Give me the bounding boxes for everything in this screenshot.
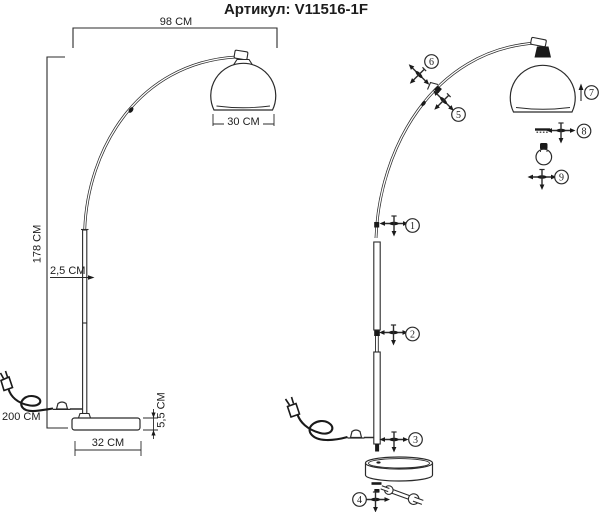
part-callout-2: 2 <box>405 326 420 342</box>
screw-icon-2 <box>378 324 409 347</box>
base-fasteners <box>371 482 382 493</box>
power-plug <box>0 370 14 392</box>
bulb-icon <box>535 143 553 166</box>
lamp-base <box>71 417 141 431</box>
lamp-head <box>232 49 254 66</box>
exploded-power-plug <box>284 396 301 419</box>
dim-height-label: 178 CM <box>32 225 44 264</box>
dim-pole-diameter: 2,5 CM <box>50 265 95 280</box>
base-hole <box>376 461 381 464</box>
part-callout-9: 9 <box>554 169 569 185</box>
wrench-icon <box>380 485 424 505</box>
socket <box>534 46 551 58</box>
part-number: 5 <box>456 110 461 121</box>
pole-tube-lower <box>373 351 381 452</box>
exploded-shade <box>509 64 576 113</box>
screw-icon-1 <box>378 215 410 238</box>
dim-base-width: 32 CM <box>74 437 142 456</box>
part-number: 1 <box>410 221 415 232</box>
cord-loops <box>7 388 54 413</box>
exploded-view: 1 2 3 4 5 6 7 8 <box>284 36 599 512</box>
part-number: 3 <box>413 435 418 446</box>
pole-stem <box>375 336 379 352</box>
screw-icon-8 <box>545 122 577 145</box>
joint-marker-1 <box>374 222 380 228</box>
part-number: 2 <box>410 330 415 341</box>
exploded-power-cord <box>284 396 374 442</box>
dim-base-height-label: 5,5 CM <box>156 392 168 427</box>
exploded-lamp-head <box>530 36 551 58</box>
part-callout-7: 7 <box>584 85 599 100</box>
exploded-base <box>364 456 434 482</box>
lamp-pole <box>77 228 92 419</box>
dimension-drawing: 98 CM 178 CM 30 CM <box>0 16 278 456</box>
dim-line-arc-width <box>72 27 278 48</box>
arc-joint-dot <box>128 107 134 113</box>
threaded-tip <box>375 444 380 452</box>
dim-line-height <box>46 56 68 429</box>
shade-direction-arrow <box>578 83 584 101</box>
arc-joint <box>421 81 442 107</box>
part-callout-5: 5 <box>451 107 466 122</box>
washer-icon <box>535 128 550 133</box>
joint-marker-2 <box>374 330 380 336</box>
screw-icon-9 <box>526 168 558 191</box>
dim-arc-width-label: 98 CM <box>160 16 192 28</box>
part-callout-8: 8 <box>576 123 592 139</box>
foot-switch <box>55 401 69 410</box>
dim-base-height: 5,5 CM <box>143 392 168 439</box>
part-callout-3: 3 <box>408 432 423 447</box>
dim-cord-length-label: 200 CM <box>2 411 41 423</box>
part-number: 6 <box>429 57 434 68</box>
dim-shade-width-label: 30 CM <box>227 116 259 128</box>
exploded-cord-loops <box>296 414 348 442</box>
screw-icon-3 <box>378 431 410 454</box>
dim-base-width-label: 32 CM <box>92 437 124 449</box>
exploded-foot-switch <box>349 429 363 439</box>
part-callout-1: 1 <box>405 218 420 233</box>
part-number: 7 <box>589 88 594 99</box>
dim-pole-diameter-label: 2,5 CM <box>50 265 85 277</box>
part-callout-4: 4 <box>352 492 367 507</box>
part-number: 8 <box>582 127 587 138</box>
part-number: 4 <box>357 495 362 506</box>
page-title: Артикул: V11516-1F <box>224 1 368 18</box>
part-callout-6: 6 <box>424 54 439 69</box>
part-number: 9 <box>559 173 564 184</box>
pole-tube-upper <box>373 241 381 331</box>
dim-shade-width: 30 CM <box>212 114 275 128</box>
power-cord <box>0 370 83 413</box>
lamp-shade <box>210 62 277 111</box>
